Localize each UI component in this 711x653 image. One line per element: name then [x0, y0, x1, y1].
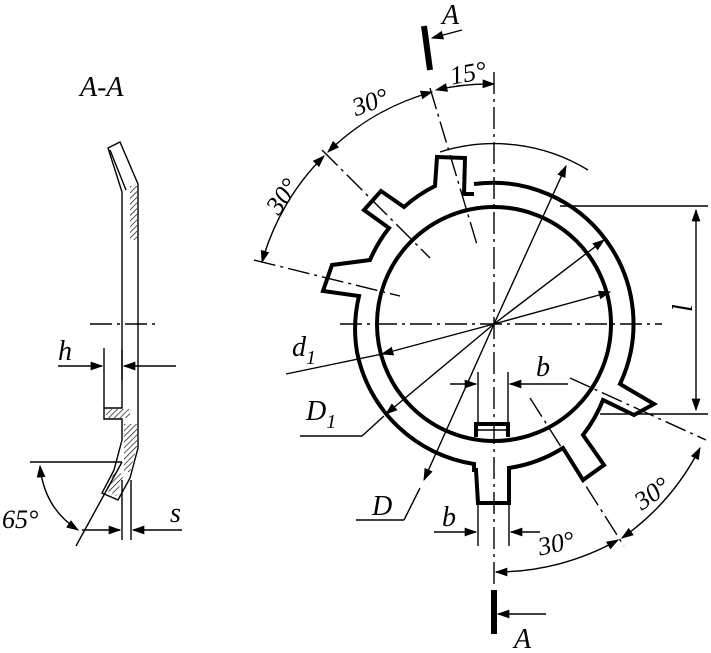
leader-arrow-d1 — [380, 323, 495, 356]
radial-line-75 — [253, 259, 401, 297]
hatch-lower — [124, 424, 137, 472]
leader-d1-ext — [285, 353, 383, 375]
angle-30-top-label: 30° — [347, 82, 392, 122]
hatch-tab — [106, 409, 130, 418]
angle-30-top-arc — [327, 90, 434, 153]
angle-30-right-arc — [620, 446, 701, 539]
section-mark-top: A — [440, 0, 460, 31]
radius-arrow-d1 — [493, 290, 612, 325]
angle-15-label: 15° — [448, 56, 489, 91]
outer-sweep-arc — [439, 142, 589, 171]
angle-65-label: 65° — [2, 505, 38, 534]
section-arrow-top — [430, 29, 463, 40]
dim-D-label: D — [371, 491, 392, 522]
radius-arrow-D — [493, 164, 567, 325]
section-cut-top — [421, 25, 433, 71]
dim-h-label: h — [58, 336, 72, 367]
angle-ext-line — [75, 461, 123, 547]
angle-30-left-arc — [260, 155, 325, 264]
dim-d1-label: d1 — [292, 332, 316, 369]
section-view: A-A h s 65° — [2, 72, 182, 547]
hatch-upper — [130, 186, 137, 240]
angle-30-bottom-label: 30° — [534, 526, 577, 562]
dim-s-label: s — [170, 498, 181, 529]
angle-30-bottom-arc — [494, 539, 620, 577]
dim-l-label: l — [668, 304, 699, 312]
angle-65-arc — [36, 464, 80, 531]
washer-section-outline — [101, 141, 139, 501]
radial-line-45 — [321, 149, 431, 259]
angle-30-left-label: 30° — [259, 173, 304, 220]
outer-ring-with-tabs — [320, 154, 659, 505]
angle-30-right-label: 30° — [628, 471, 675, 516]
radial-line-15 — [429, 87, 479, 249]
dim-D1-label: D1 — [305, 396, 336, 433]
inner-tab — [474, 422, 510, 437]
leader-D1-ext — [361, 415, 385, 437]
front-view: l d1 D1 D b b A A 15 — [253, 0, 708, 653]
leader-arrow-D — [423, 323, 495, 482]
angle-15-arc — [434, 79, 496, 92]
bend-line — [109, 149, 127, 191]
leader-D-ext — [403, 487, 421, 521]
section-title: A-A — [78, 72, 124, 103]
radial-line-lower — [529, 397, 625, 547]
radius-arrow-D1 — [493, 239, 606, 325]
hatch-bend — [106, 472, 124, 496]
radial-line-right — [569, 377, 707, 441]
dim-b-top-label: b — [536, 352, 550, 383]
section-mark-bottom: A — [512, 624, 532, 653]
leader-arrow-D1 — [385, 323, 495, 415]
dim-b-bottom-label: b — [442, 502, 456, 533]
